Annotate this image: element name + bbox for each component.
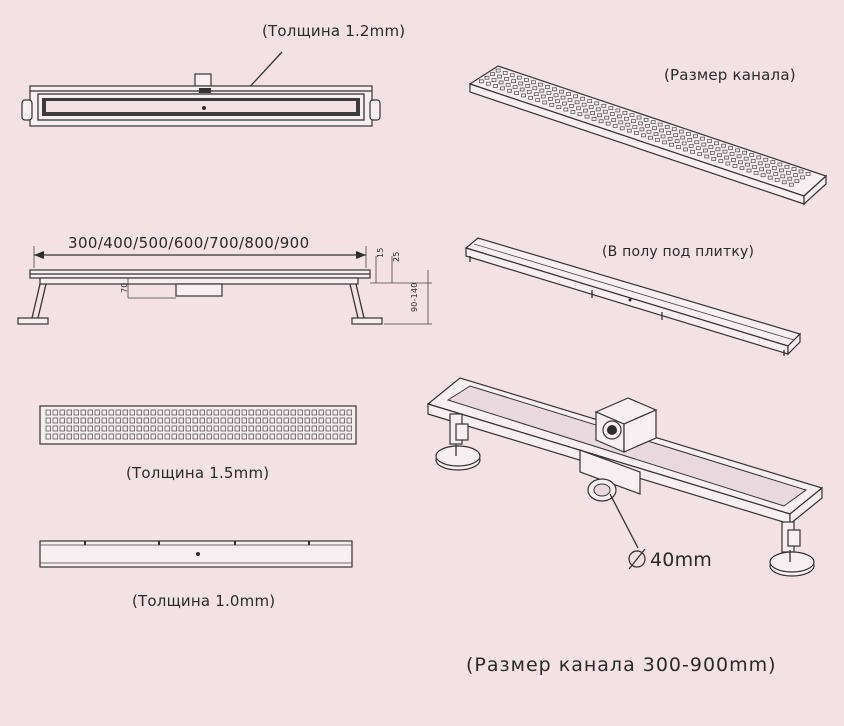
- grate-top-view: [39, 405, 357, 445]
- channel-side-elevation: [17, 246, 432, 325]
- grate-isometric: [468, 65, 828, 206]
- thickness-label-grate: (Толщина 1.5mm): [126, 464, 270, 482]
- thickness-label-bottom: (Толщина 1.0mm): [132, 592, 276, 610]
- diameter-symbol: [628, 548, 646, 570]
- dim-15: 15: [376, 247, 385, 258]
- thickness-label-top: (Толщина 1.2mm): [262, 22, 406, 40]
- channel-outlet-isometric: [426, 377, 824, 577]
- dim-25: 25: [392, 251, 401, 262]
- outlet-diameter-label: 40mm: [650, 549, 712, 571]
- dim-70: 70: [120, 282, 129, 293]
- floor-tile-label: (В полу под плитку): [602, 244, 755, 260]
- channel-frame-isometric: [464, 237, 802, 356]
- lengths-label: 300/400/500/600/700/800/900: [68, 234, 310, 252]
- channel-range-label: (Размер канала 300-900mm): [466, 654, 777, 676]
- channel-front-view: [21, 51, 381, 127]
- flat-cover-view: [39, 540, 353, 568]
- channel-size-label: (Размер канала): [664, 66, 796, 84]
- dim-90-140: 90-140: [410, 282, 419, 312]
